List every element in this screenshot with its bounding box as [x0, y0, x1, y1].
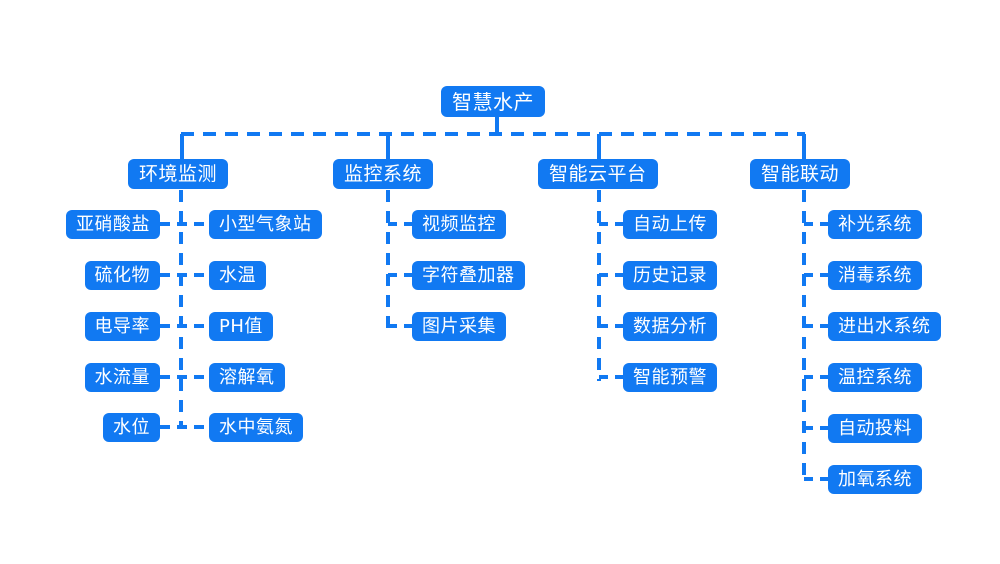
leaf-auto-feeding[interactable]: 自动投料 [828, 414, 922, 443]
leaf-weather-station[interactable]: 小型气象站 [209, 210, 322, 239]
leaf-fill-light-system[interactable]: 补光系统 [828, 210, 922, 239]
leaf-smart-alert[interactable]: 智能预警 [623, 363, 717, 392]
leaf-oxygenation-system[interactable]: 加氧系统 [828, 465, 922, 494]
leaf-temperature-control-system[interactable]: 温控系统 [828, 363, 922, 392]
leaf-water-inout-system[interactable]: 进出水系统 [828, 312, 941, 341]
leaf-ph-value[interactable]: PH值 [209, 312, 273, 341]
leaf-character-overlay[interactable]: 字符叠加器 [412, 261, 525, 290]
leaf-video-monitoring[interactable]: 视频监控 [412, 210, 506, 239]
node-branch-linkage[interactable]: 智能联动 [750, 159, 851, 189]
leaf-auto-upload[interactable]: 自动上传 [623, 210, 717, 239]
leaf-water-level[interactable]: 水位 [103, 413, 160, 442]
node-root[interactable]: 智慧水产 [441, 86, 545, 117]
node-branch-cloud[interactable]: 智能云平台 [538, 159, 658, 189]
leaf-image-capture[interactable]: 图片采集 [412, 312, 506, 341]
leaf-conductivity[interactable]: 电导率 [84, 312, 160, 341]
node-branch-environment[interactable]: 环境监测 [128, 159, 229, 189]
leaf-water-flow[interactable]: 水流量 [84, 363, 160, 392]
leaf-history-record[interactable]: 历史记录 [623, 261, 717, 290]
leaf-data-analysis[interactable]: 数据分析 [623, 312, 717, 341]
leaf-nitrite[interactable]: 亚硝酸盐 [66, 210, 160, 239]
leaf-water-temperature[interactable]: 水温 [209, 261, 266, 290]
leaf-ammonia-nitrogen[interactable]: 水中氨氮 [209, 413, 303, 442]
leaf-sulfide[interactable]: 硫化物 [84, 261, 160, 290]
leaf-disinfection-system[interactable]: 消毒系统 [828, 261, 922, 290]
leaf-dissolved-oxygen[interactable]: 溶解氧 [209, 363, 285, 392]
node-branch-monitoring[interactable]: 监控系统 [333, 159, 434, 189]
